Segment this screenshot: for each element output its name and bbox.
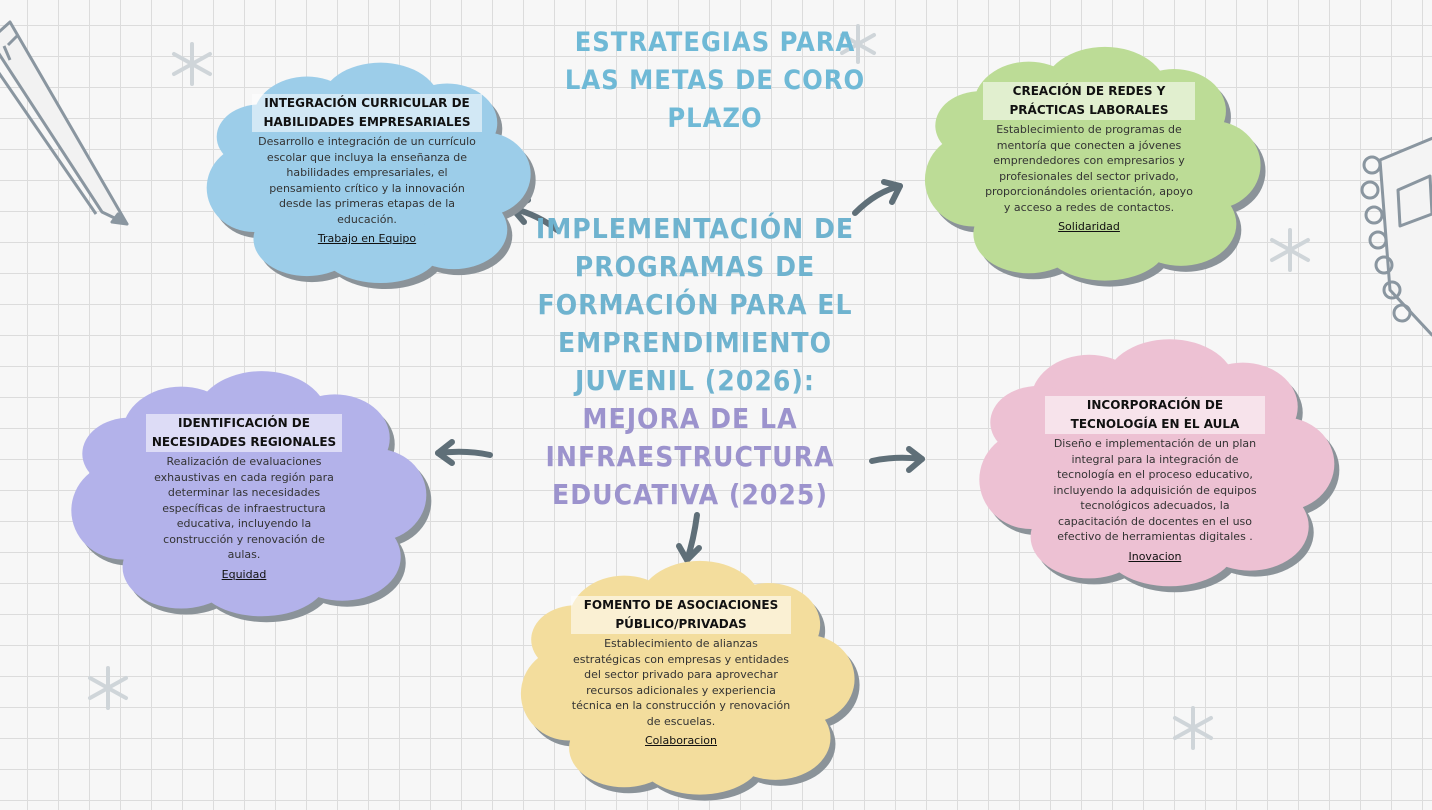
arrow-to-purple-cloud <box>435 448 493 458</box>
arrow-head-yellow <box>676 543 702 563</box>
cloud-value-tag: Equidad <box>221 567 267 581</box>
cloud-regional-needs: IDENTIFICACIÓN DE NECESIDADES REGIONALES… <box>64 366 432 624</box>
cloud-curricular-integration: INTEGRACIÓN CURRICULAR DE HABILIDADES EM… <box>200 58 536 290</box>
cloud-heading: INTEGRACIÓN CURRICULAR DE HABILIDADES EM… <box>252 94 482 132</box>
title-short-term-strategies: ESTRATEGIAS PARA LAS METAS DE CORO PLAZO <box>564 27 866 134</box>
cloud-value-tag: Colaboracion <box>645 734 717 747</box>
cloud-value-tag: Trabajo en Equipo <box>317 232 417 245</box>
cloud-description: Realización de evaluaciones exhaustivas … <box>154 455 334 561</box>
cloud-value-tag: Solidaridad <box>1058 220 1120 233</box>
notebook-icon <box>1360 136 1432 337</box>
title-youth-entrepreneurship: IMPLEMENTACIÓN DE PROGRAMAS DE FORMACIÓN… <box>535 212 855 397</box>
cloud-shape-green <box>924 46 1266 287</box>
cloud-heading: INCORPORACIÓN DE TECNOLOGÍA EN EL AULA <box>1045 396 1265 434</box>
cloud-description: Diseño e implementación de un plan integ… <box>1053 437 1257 543</box>
arrow-head-purple <box>435 439 455 466</box>
cloud-public-private-partnerships: FOMENTO DE ASOCIACIONES PÚBLICO/PRIVADAS… <box>514 556 860 802</box>
title-infrastructure: MEJORA DE LA INFRAESTRUCTURA EDUCATIVA (… <box>545 402 835 511</box>
arrow-head-green <box>881 179 903 205</box>
star-icon <box>88 24 1310 750</box>
cloud-technology-classroom: INCORPORACIÓN DE TECNOLOGÍA EN EL AULA D… <box>972 334 1340 594</box>
cloud-heading: CREACIÓN DE REDES Y PRÁCTICAS LABORALES <box>983 82 1195 120</box>
cloud-description: Desarrollo e integración de un currículo… <box>258 135 476 226</box>
cloud-body <box>924 46 1261 281</box>
cloud-networks-internships: CREACIÓN DE REDES Y PRÁCTICAS LABORALES … <box>918 42 1266 288</box>
pencil-icon <box>0 20 129 226</box>
cloud-description: Establecimiento de alianzas estratégicas… <box>571 637 791 728</box>
cloud-value-tag: Inovacion <box>1128 549 1182 563</box>
cloud-description: Establecimiento de programas de mentoría… <box>985 123 1193 214</box>
cloud-heading: IDENTIFICACIÓN DE NECESIDADES REGIONALES <box>146 414 342 452</box>
arrow-head-pink <box>906 446 925 473</box>
cloud-heading: FOMENTO DE ASOCIACIONES PÚBLICO/PRIVADAS <box>571 596 791 634</box>
